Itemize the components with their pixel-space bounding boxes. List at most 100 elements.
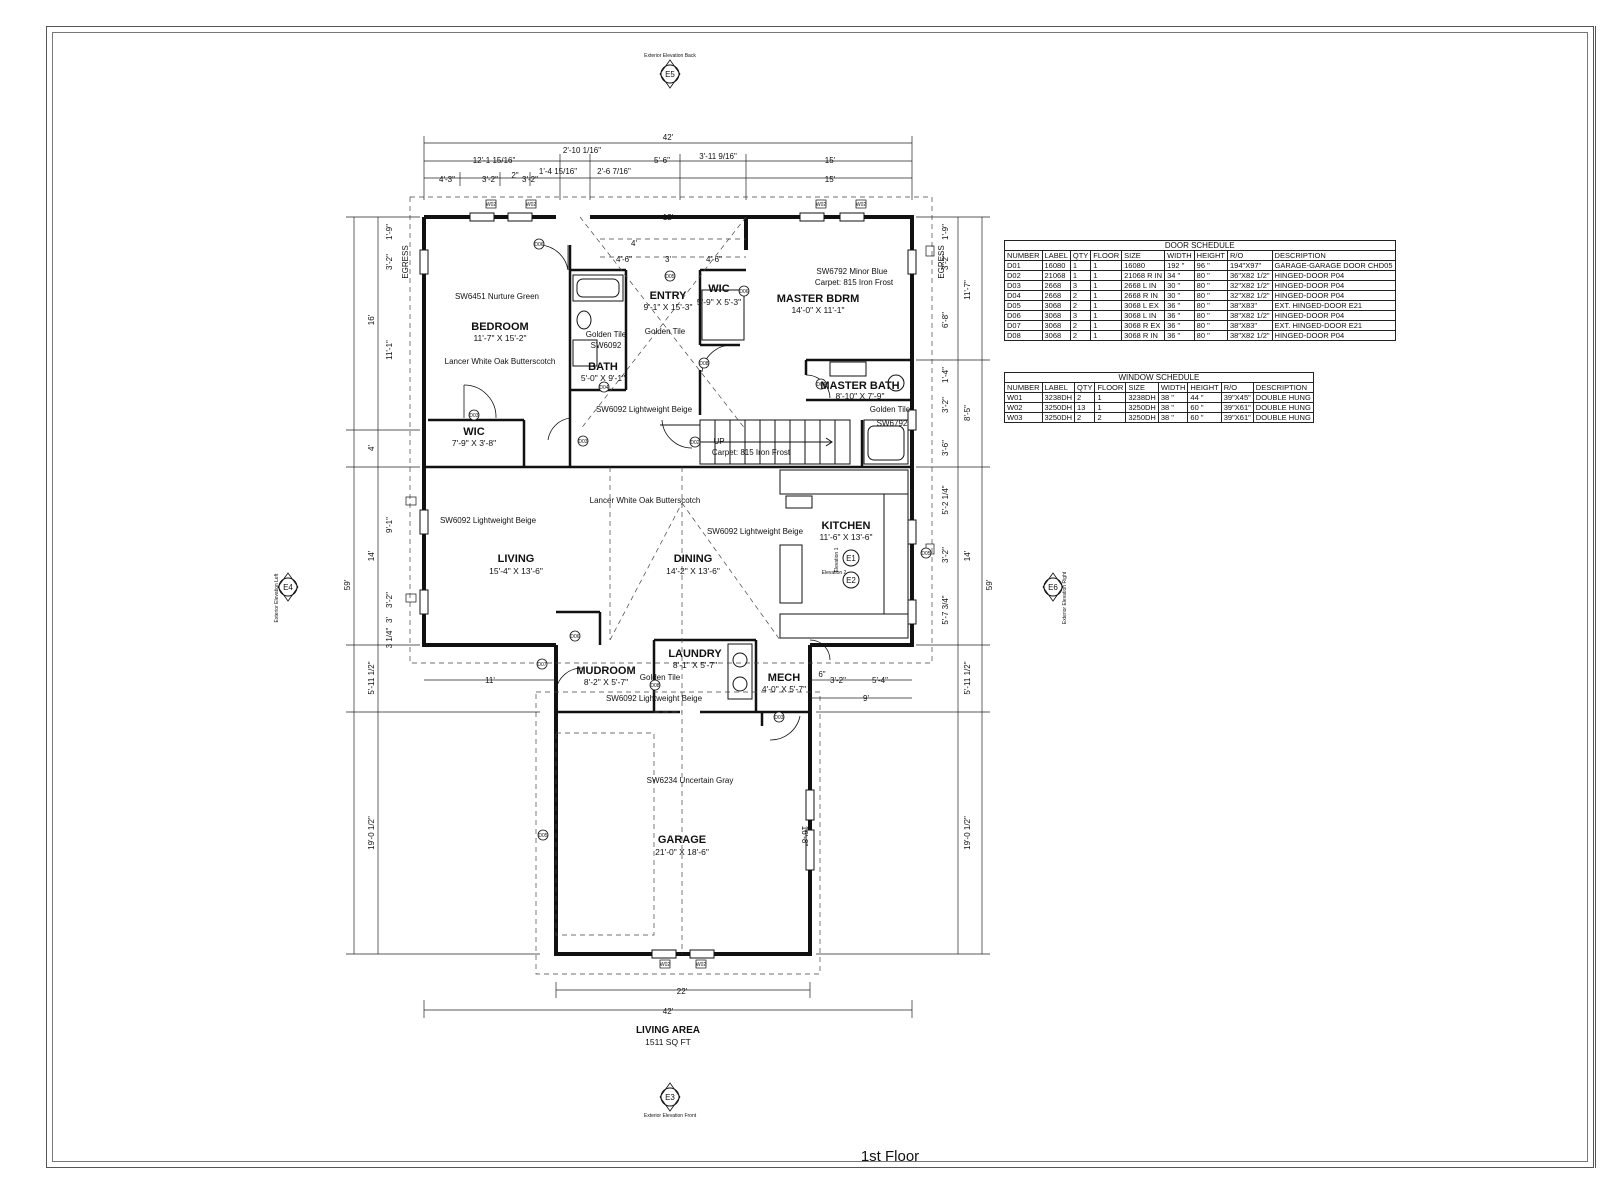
schedule-column-header: FLOOR [1090,250,1123,261]
room-size-bedroom: 11'-7" X 15'-2" [473,333,526,343]
table-cell: D07 [1004,320,1043,331]
room-size-master-bdrm: 14'-0" X 11'-1" [791,305,844,315]
table-cell: 1 [1090,290,1123,301]
table-cell: 80 " [1193,280,1229,291]
door-tag: D04 [599,385,608,391]
kitchen-counters [779,469,909,639]
table-cell: 38"X82 1/2" [1227,330,1273,341]
table-cell: 1 [1090,320,1123,331]
dim-right-overall: 59' [985,579,994,590]
table-cell: HINGED-DOOR P04 [1271,290,1396,301]
table-cell: 3068 R EX [1121,320,1166,331]
dimension-lines [346,136,990,1018]
stair-up-label: UP [713,437,724,446]
dim-right: 5'-2 1/4" [941,485,950,514]
door-tag: D06 [534,242,543,248]
room-size-living: 15'-4" X 13'-6" [489,566,543,576]
table-cell: HINGED-DOOR P04 [1271,310,1396,321]
room-size-kitchen: 11'-6" X 13'-6" [819,532,872,542]
dim-inner: 12' [663,213,674,222]
table-cell: 16080 [1121,260,1166,271]
dim-top: 12'-1 15/16" [473,156,516,165]
window-tag: W02 [856,202,867,208]
interior-elevation-1-caption: Elevation 1 [834,547,840,572]
dim-bottom-overall: 42' [663,1007,674,1016]
window-tag: W02 [660,962,671,968]
table-cell: 3068 L EX [1121,300,1166,311]
note-master-paint: SW6792 Minor Blue [816,267,888,276]
table-cell: 36 " [1164,300,1195,311]
room-size-garage: 21'-0" X 18'-6" [655,847,709,857]
dim-left: 16' [367,314,376,325]
dim-top: 3'-2" [482,175,498,184]
table-cell: 80 " [1193,290,1229,301]
table-cell: 21068 R IN [1121,270,1166,281]
schedule-column-header: FLOOR [1094,382,1127,393]
schedule-column-header: LABEL [1041,382,1076,393]
room-size-wic-master: 5'-9" X 5'-3" [697,297,741,307]
table-cell: 36 " [1164,310,1195,321]
table-cell: 2 [1074,412,1096,423]
dim-left: 9'-1" [385,517,394,533]
table-cell: DOUBLE HUNG [1252,412,1314,423]
dim-left: 14' [367,550,376,561]
table-cell: HINGED-DOOR P04 [1271,330,1396,341]
table-cell: 38"X82 1/2" [1227,310,1273,321]
living-area-sqft: 1511 SQ FT [645,1037,691,1047]
schedule-column-header: SIZE [1125,382,1159,393]
schedule-column-header: LABEL [1041,250,1071,261]
table-cell: DOUBLE HUNG [1252,392,1314,403]
drawing-frame [52,32,1588,1162]
dim-left: 1'-9" [385,224,394,240]
bath-fixtures [572,274,909,465]
note-garage-paint: SW6234 Uncertain Gray [647,776,734,785]
table-cell: HINGED-DOOR P04 [1271,280,1396,291]
door-tag: D05 [921,551,930,557]
note-bedroom-floor: Lancer White Oak Butterscotch [445,357,556,366]
room-name-living: LIVING [498,553,535,565]
dim-right: 3'-2" [941,397,950,413]
note-mud-paint: SW6092 Lightweight Beige [606,694,703,703]
table-cell: 39"X45" [1220,392,1254,403]
dim-bottom-garage: 22' [677,987,688,996]
interior-elevation-2-tag: E2 [846,576,856,585]
table-cell: 36 " [1164,330,1195,341]
table-cell: 1 [1069,270,1092,281]
dim-right: 19'-0 1/2" [963,816,972,850]
table-cell: 2 [1069,300,1092,311]
room-name-wic-bedroom: WIC [463,426,484,438]
table-cell: 30 " [1164,290,1195,301]
door-tag: D06 [570,634,579,640]
dim-right: 3'-2" [941,254,950,270]
table-cell: 2 [1069,320,1092,331]
hidden-lines [409,196,933,975]
window-tag: W02 [526,202,537,208]
dim-left: 11'-1" [385,340,394,360]
table-cell: 3068 R IN [1121,330,1166,341]
dim-top: 15' [825,156,836,165]
dim-mid-right: 6" [818,670,825,679]
table-cell: 16080 [1041,260,1071,271]
table-cell: D01 [1004,260,1043,271]
table-cell: 3068 [1041,300,1071,311]
dim-right: 5'-11 1/2" [963,661,972,694]
sheet-border [46,26,1594,1168]
table-cell: 60 " [1187,402,1222,413]
table-cell: 80 " [1193,320,1229,331]
room-size-entry: 9'-1" X 15'-3" [644,302,693,312]
sheet-title: 1st Floor [860,1148,920,1165]
dim-top: 4'-3" [439,175,455,184]
room-size-mech: 4'-0" X 5'-7" [762,684,806,694]
dim-left: 4' [367,445,376,451]
table-cell: 1 [1090,270,1123,281]
note-stair-carpet: Carpet: 815 Iron Frost [712,448,791,457]
schedule-column-header: DESCRIPTION [1252,382,1314,393]
dim-left: 19'-0 1/2" [367,816,376,850]
